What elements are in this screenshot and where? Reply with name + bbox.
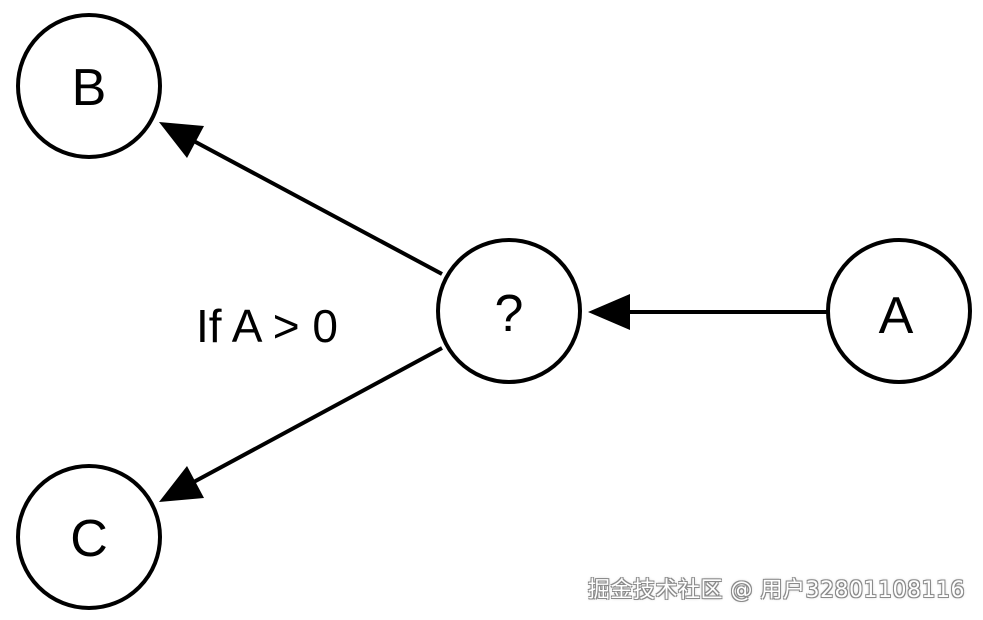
node-circle (826, 238, 972, 384)
edge-a-to-decision (588, 294, 828, 330)
node-a-label: A (879, 287, 914, 345)
node-c: C (16, 464, 162, 610)
arrowhead-icon (159, 466, 204, 502)
node-decision-label: ? (495, 285, 524, 343)
condition-label: If A > 0 (196, 300, 338, 352)
node-b: B (16, 13, 162, 159)
edge-line (189, 346, 443, 486)
edge-decision-to-c (159, 346, 443, 502)
node-b-label: B (72, 59, 107, 117)
arrowhead-icon (588, 294, 630, 330)
node-a: A (826, 238, 972, 384)
edge-decision-to-b (159, 122, 443, 276)
arrowhead-icon (159, 122, 204, 158)
node-circle (436, 238, 582, 384)
edge-line (189, 137, 443, 276)
node-circle (16, 13, 162, 159)
node-circle (16, 464, 162, 610)
watermark: 掘金技术社区 @ 用户3280110811​6 (588, 578, 965, 603)
node-decision: ? (436, 238, 582, 384)
node-c-label: C (70, 510, 108, 568)
